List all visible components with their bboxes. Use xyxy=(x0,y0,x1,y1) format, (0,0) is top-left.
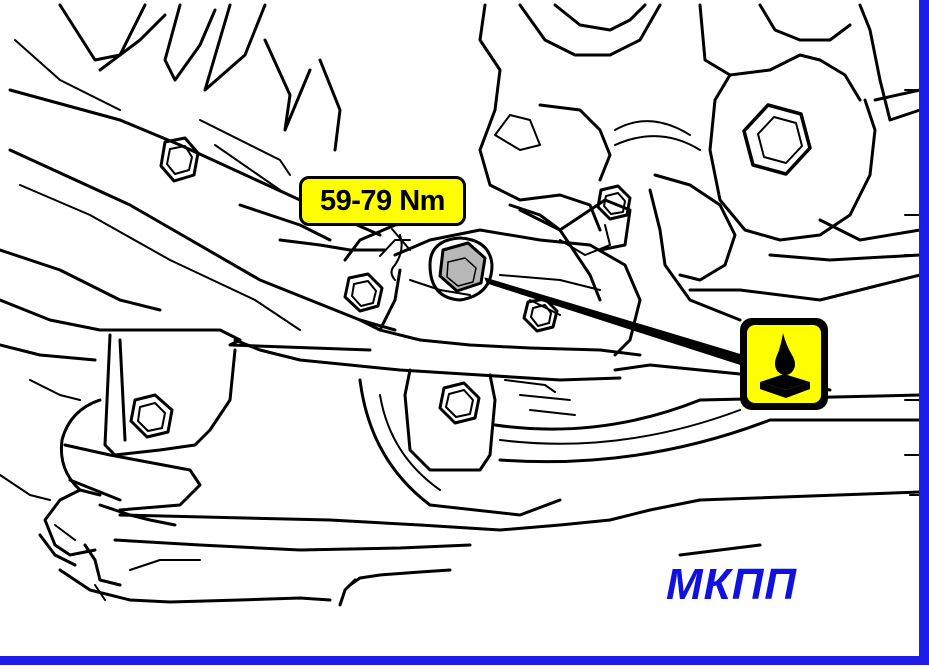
torque-spec-label: 59-79 Nm xyxy=(299,176,466,226)
bolt-top-left xyxy=(159,136,200,183)
frame-bottom-border xyxy=(0,656,929,665)
oil-drop-icon xyxy=(740,318,828,410)
drive-shaft xyxy=(38,398,922,607)
right-edge-marks xyxy=(904,89,920,496)
bolt-left-mid xyxy=(343,272,384,313)
frame-right-border xyxy=(919,0,929,665)
gearbox-housing xyxy=(0,3,397,501)
mount-bracket xyxy=(478,3,922,322)
cross-member xyxy=(98,328,922,517)
drain-plug xyxy=(428,236,494,302)
transmission-caption: МКПП xyxy=(666,560,797,609)
upper-mount-bolt xyxy=(742,103,812,176)
bolt-left-lower xyxy=(129,393,174,439)
bolt-upper-right-small xyxy=(596,184,632,221)
bolt-lower-mid xyxy=(438,381,481,425)
